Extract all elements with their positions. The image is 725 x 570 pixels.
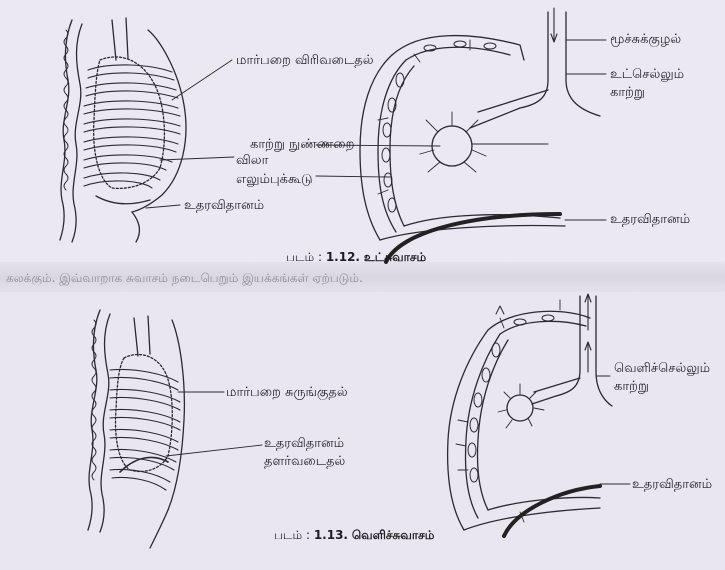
bottom-torso-illustration <box>88 310 184 548</box>
bottom-pleura-outer <box>448 330 488 530</box>
label-chest-contraction: மார்பறை சுருங்குதல் <box>226 384 348 401</box>
top-pleura-outer <box>360 55 392 240</box>
label-rib: விலா <box>236 152 268 169</box>
top-spine-wave <box>64 30 68 190</box>
label-chest-expansion: மார்பறை விரிவடைதல் <box>236 52 374 69</box>
top-spine-outline <box>60 20 72 240</box>
label-diaphragm-relax-2: தளர்வடைதல் <box>264 453 345 470</box>
top-right-trachea-r <box>566 12 600 116</box>
label-diaphragm-bottom-right: உதரவிதானம் <box>632 476 712 493</box>
bottom-spine-wave <box>92 320 96 480</box>
caption-title: உட்சுவாசம் <box>364 250 426 264</box>
bottom-lung-inner <box>477 340 508 510</box>
top-abdomen <box>132 212 139 242</box>
caption-figure-1-12: படம் : 1.12. உட்சுவாசம் <box>286 250 426 265</box>
caption-number: 1.12. <box>326 250 360 264</box>
top-trachea-left <box>112 20 116 60</box>
bottom-alveolus <box>507 395 533 421</box>
bottom-left-leaders <box>166 392 262 456</box>
bottom-right-trachea-r <box>596 296 612 406</box>
bottom-lung <box>116 355 173 472</box>
label-outflow-air-2: காற்று <box>614 378 649 395</box>
bottom-spine-outline <box>88 310 100 530</box>
bottom-back-outline <box>100 314 110 532</box>
label-diaphragm-top-right: உதரவிதானம் <box>610 211 690 228</box>
top-trachea-right <box>126 18 128 58</box>
label-diaphragm-top-left: உதரவிதானம் <box>184 197 264 214</box>
top-back-outline <box>72 24 82 242</box>
top-wall-cells <box>382 41 496 212</box>
top-lung-schematic <box>360 8 600 262</box>
caption-prefix: படம் : <box>286 250 326 264</box>
caption-prefix: படம் : <box>274 528 314 542</box>
bottom-arrowhead-top <box>496 306 504 314</box>
label-diaphragm-relax-1: உதரவிதானம் <box>264 435 344 452</box>
label-inflow-air-1: உட்செல்லும் <box>610 66 684 83</box>
top-lung <box>94 57 165 188</box>
label-inflow-air-2: காற்று <box>610 84 645 101</box>
bottom-trachea-right <box>148 316 150 354</box>
bottom-right-diaphragm <box>504 486 600 536</box>
bottom-front-outline <box>168 320 184 510</box>
label-alveolus: காற்று நுண்ணறை <box>250 136 354 153</box>
top-left-leaders <box>146 60 234 208</box>
top-ribs <box>84 65 180 188</box>
top-torso-illustration <box>60 18 186 242</box>
top-diaphragm <box>96 196 150 204</box>
caption-number: 1.13. <box>314 528 348 542</box>
caption-title: வெளிச்சுவாசம் <box>352 528 435 542</box>
bottom-abdomen <box>150 510 168 548</box>
bottom-pleura-inner <box>466 334 501 518</box>
caption-figure-1-13: படம் : 1.13. வெளிச்சுவாசம் <box>274 528 434 543</box>
label-trachea: மூச்சுக்குழல் <box>610 31 681 48</box>
label-ribcage: எலும்புக்கூடு <box>236 171 313 188</box>
top-alveolus-arrows <box>420 112 486 172</box>
bottom-lung-schematic <box>448 294 612 536</box>
label-outflow-air-1: வெளிச்செல்லும் <box>614 360 710 377</box>
bottom-trachea-left <box>134 318 138 356</box>
